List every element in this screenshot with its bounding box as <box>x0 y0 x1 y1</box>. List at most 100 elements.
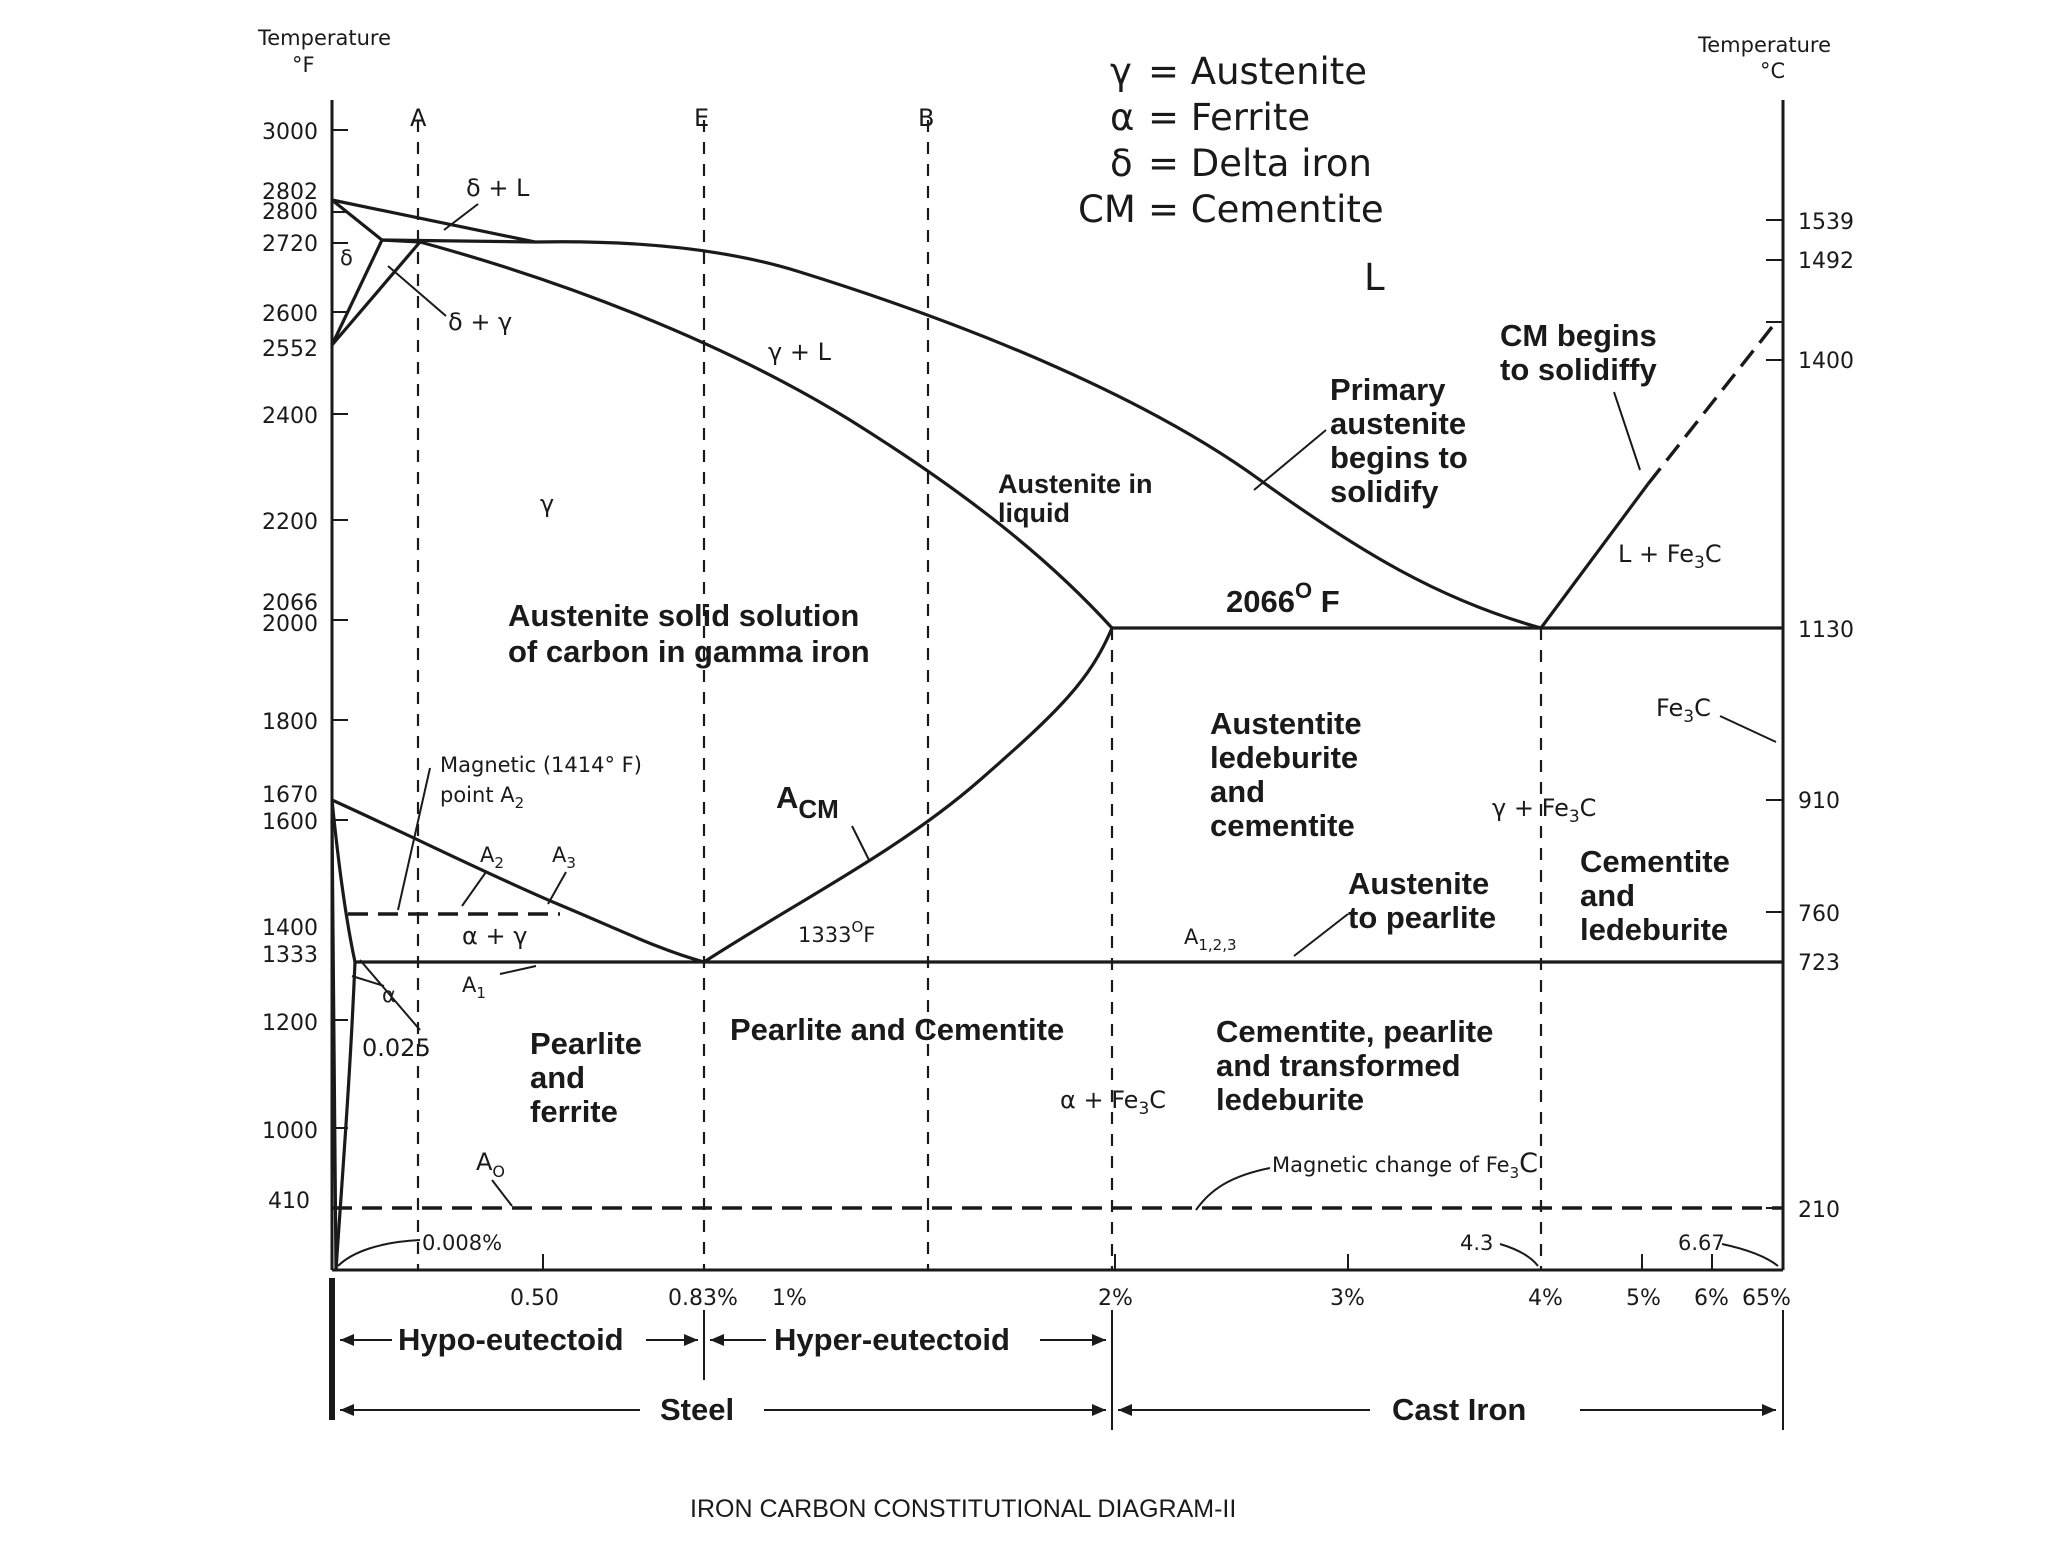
label-acm: ACM <box>776 780 839 824</box>
hypo-arrowhead-right <box>684 1334 698 1346</box>
legend-gamma-symbol: γ <box>1110 50 1132 93</box>
right-tick-1492: 1492 <box>1798 249 1854 274</box>
left-tick-2000: 2000 <box>262 612 318 637</box>
arrow-delta-plus-gamma <box>387 265 447 317</box>
svg-text:cementite: cementite <box>1210 808 1355 843</box>
x-tick-1: 1% <box>772 1286 807 1311</box>
right-tick-1539: 1539 <box>1798 210 1854 235</box>
range-steel: Steel <box>660 1392 734 1427</box>
arrow-alpha <box>351 975 385 987</box>
left-tick-1800: 1800 <box>262 710 318 735</box>
label-a1: A1 <box>462 973 486 1002</box>
range-hyper-eutectoid: Hyper-eutectoid <box>774 1322 1010 1357</box>
legend-delta-symbol: δ <box>1110 142 1133 185</box>
hypo-arrowhead-left <box>340 1334 354 1346</box>
svg-text:ferrite: ferrite <box>530 1094 618 1129</box>
delta-solidus-line <box>331 198 421 244</box>
castiron-arrowhead-left <box>1118 1404 1132 1416</box>
svg-text:and transformed: and transformed <box>1216 1048 1461 1083</box>
hyper-arrowhead-right <box>1092 1334 1106 1346</box>
svg-text:Cementite, pearlite: Cementite, pearlite <box>1216 1014 1493 1049</box>
svg-text:begins to: begins to <box>1330 440 1468 475</box>
right-axis-tick-labels: 1539 1492 1400 1130 910 760 723 210 <box>1798 210 1854 1223</box>
left-tick-1000: 1000 <box>262 1119 318 1144</box>
arrow-magnetic-point <box>397 767 431 911</box>
svg-text:of carbon in gamma iron: of carbon in gamma iron <box>508 634 870 669</box>
arrow-acm <box>851 825 871 863</box>
svg-text:austenite: austenite <box>1330 406 1466 441</box>
delta-gamma-line <box>330 239 384 346</box>
x-tick-4: 4% <box>1528 1286 1563 1311</box>
svg-text:and: and <box>530 1060 585 1095</box>
arrow-a2 <box>461 871 487 907</box>
svg-text:Austentite: Austentite <box>1210 706 1362 741</box>
cementite-liquidus-dashed <box>1646 320 1778 486</box>
right-tick-1400: 1400 <box>1798 349 1854 374</box>
left-tick-2600: 2600 <box>262 302 318 327</box>
label-austenite-solid-solution: Austenite solid solution of carbon in ga… <box>508 598 870 669</box>
label-0025: 0.025 <box>362 1034 431 1062</box>
svg-text:solidify: solidify <box>1330 474 1439 509</box>
svg-text:and: and <box>1210 774 1265 809</box>
label-alpha-gamma: α + γ <box>462 922 527 950</box>
svg-text:ledeburite: ledeburite <box>1210 740 1358 775</box>
left-tick-1333: 1333 <box>262 943 318 968</box>
vline-a-label: A <box>410 104 427 132</box>
x-tick-050: 0.50 <box>510 1286 559 1311</box>
x-tick-3: 3% <box>1330 1286 1365 1311</box>
label-2066f: 2066O F <box>1226 578 1340 619</box>
right-tick-1130: 1130 <box>1798 618 1854 643</box>
vline-e-label: E <box>694 104 709 132</box>
svg-text:Cementite: Cementite <box>1580 844 1730 879</box>
steel-arrowhead-right <box>1092 1404 1106 1416</box>
left-tick-2200: 2200 <box>262 510 318 535</box>
arrow-austenite-to-pearlite <box>1293 913 1349 957</box>
label-delta: δ <box>340 246 353 270</box>
left-axis-title-line1: Temperature <box>257 26 391 50</box>
label-a123: A1,2,3 <box>1184 925 1237 954</box>
svg-text:Austenite solid solution: Austenite solid solution <box>508 598 859 633</box>
label-primary-austenite: Primary austenite begins to solidify <box>1330 372 1468 509</box>
label-pearlite-cementite: Pearlite and Cementite <box>730 1012 1064 1047</box>
label-magnetic-change: Magnetic change of Fe3C <box>1272 1148 1538 1182</box>
svg-text:and: and <box>1580 878 1635 913</box>
acm-line <box>703 627 1114 964</box>
x-tick-6: 6% <box>1694 1286 1729 1311</box>
label-magnetic-point: Magnetic (1414° F) point A2 <box>440 753 642 812</box>
left-tick-1600: 1600 <box>262 810 318 835</box>
callout-0008: 0.008% <box>422 1231 502 1255</box>
arrow-0008 <box>337 1239 421 1267</box>
legend: γ = Austenite α = Ferrite δ = Delta iron… <box>1078 50 1384 231</box>
delta-gamma-lower <box>330 240 422 347</box>
svg-text:Austenite in: Austenite in <box>998 469 1153 499</box>
svg-text:Magnetic (1414° F): Magnetic (1414° F) <box>440 753 642 777</box>
arrow-a1 <box>499 965 537 975</box>
label-liquid: L <box>1364 256 1385 299</box>
right-tick-723: 723 <box>1798 951 1840 976</box>
hyper-arrowhead-left <box>710 1334 724 1346</box>
right-tick-210: 210 <box>1798 1198 1840 1223</box>
label-a2: A2 <box>480 843 504 872</box>
diagram-caption: IRON CARBON CONSTITUTIONAL DIAGRAM-II <box>690 1495 1236 1523</box>
cementite-liquidus-line <box>1539 483 1650 629</box>
left-tick-2066: 2066 <box>262 591 318 616</box>
range-hypo-eutectoid: Hypo-eutectoid <box>398 1322 624 1357</box>
label-a0: AO <box>476 1148 505 1181</box>
legend-gamma-meaning: = Austenite <box>1148 50 1367 93</box>
x-tick-2: 2% <box>1098 1286 1133 1311</box>
steel-arrowhead-left <box>340 1404 354 1416</box>
arrow-43 <box>1499 1243 1539 1267</box>
left-tick-2720: 2720 <box>262 232 318 257</box>
left-tick-1400: 1400 <box>262 916 318 941</box>
bottom-axis-tick-labels: 0.50 0.83% 1% 2% 3% 4% 5% 6% 65% <box>510 1286 1791 1311</box>
arrow-a3 <box>547 871 567 905</box>
legend-delta-meaning: = Delta iron <box>1148 142 1372 185</box>
peritectic-line <box>381 238 536 244</box>
left-axis-title-line2: °F <box>292 53 315 77</box>
arrow-primary-austenite <box>1253 429 1327 491</box>
label-delta-plus-l: δ + L <box>466 174 530 202</box>
x-tick-65: 65% <box>1742 1286 1791 1311</box>
callout-667: 6.67 <box>1678 1231 1725 1255</box>
